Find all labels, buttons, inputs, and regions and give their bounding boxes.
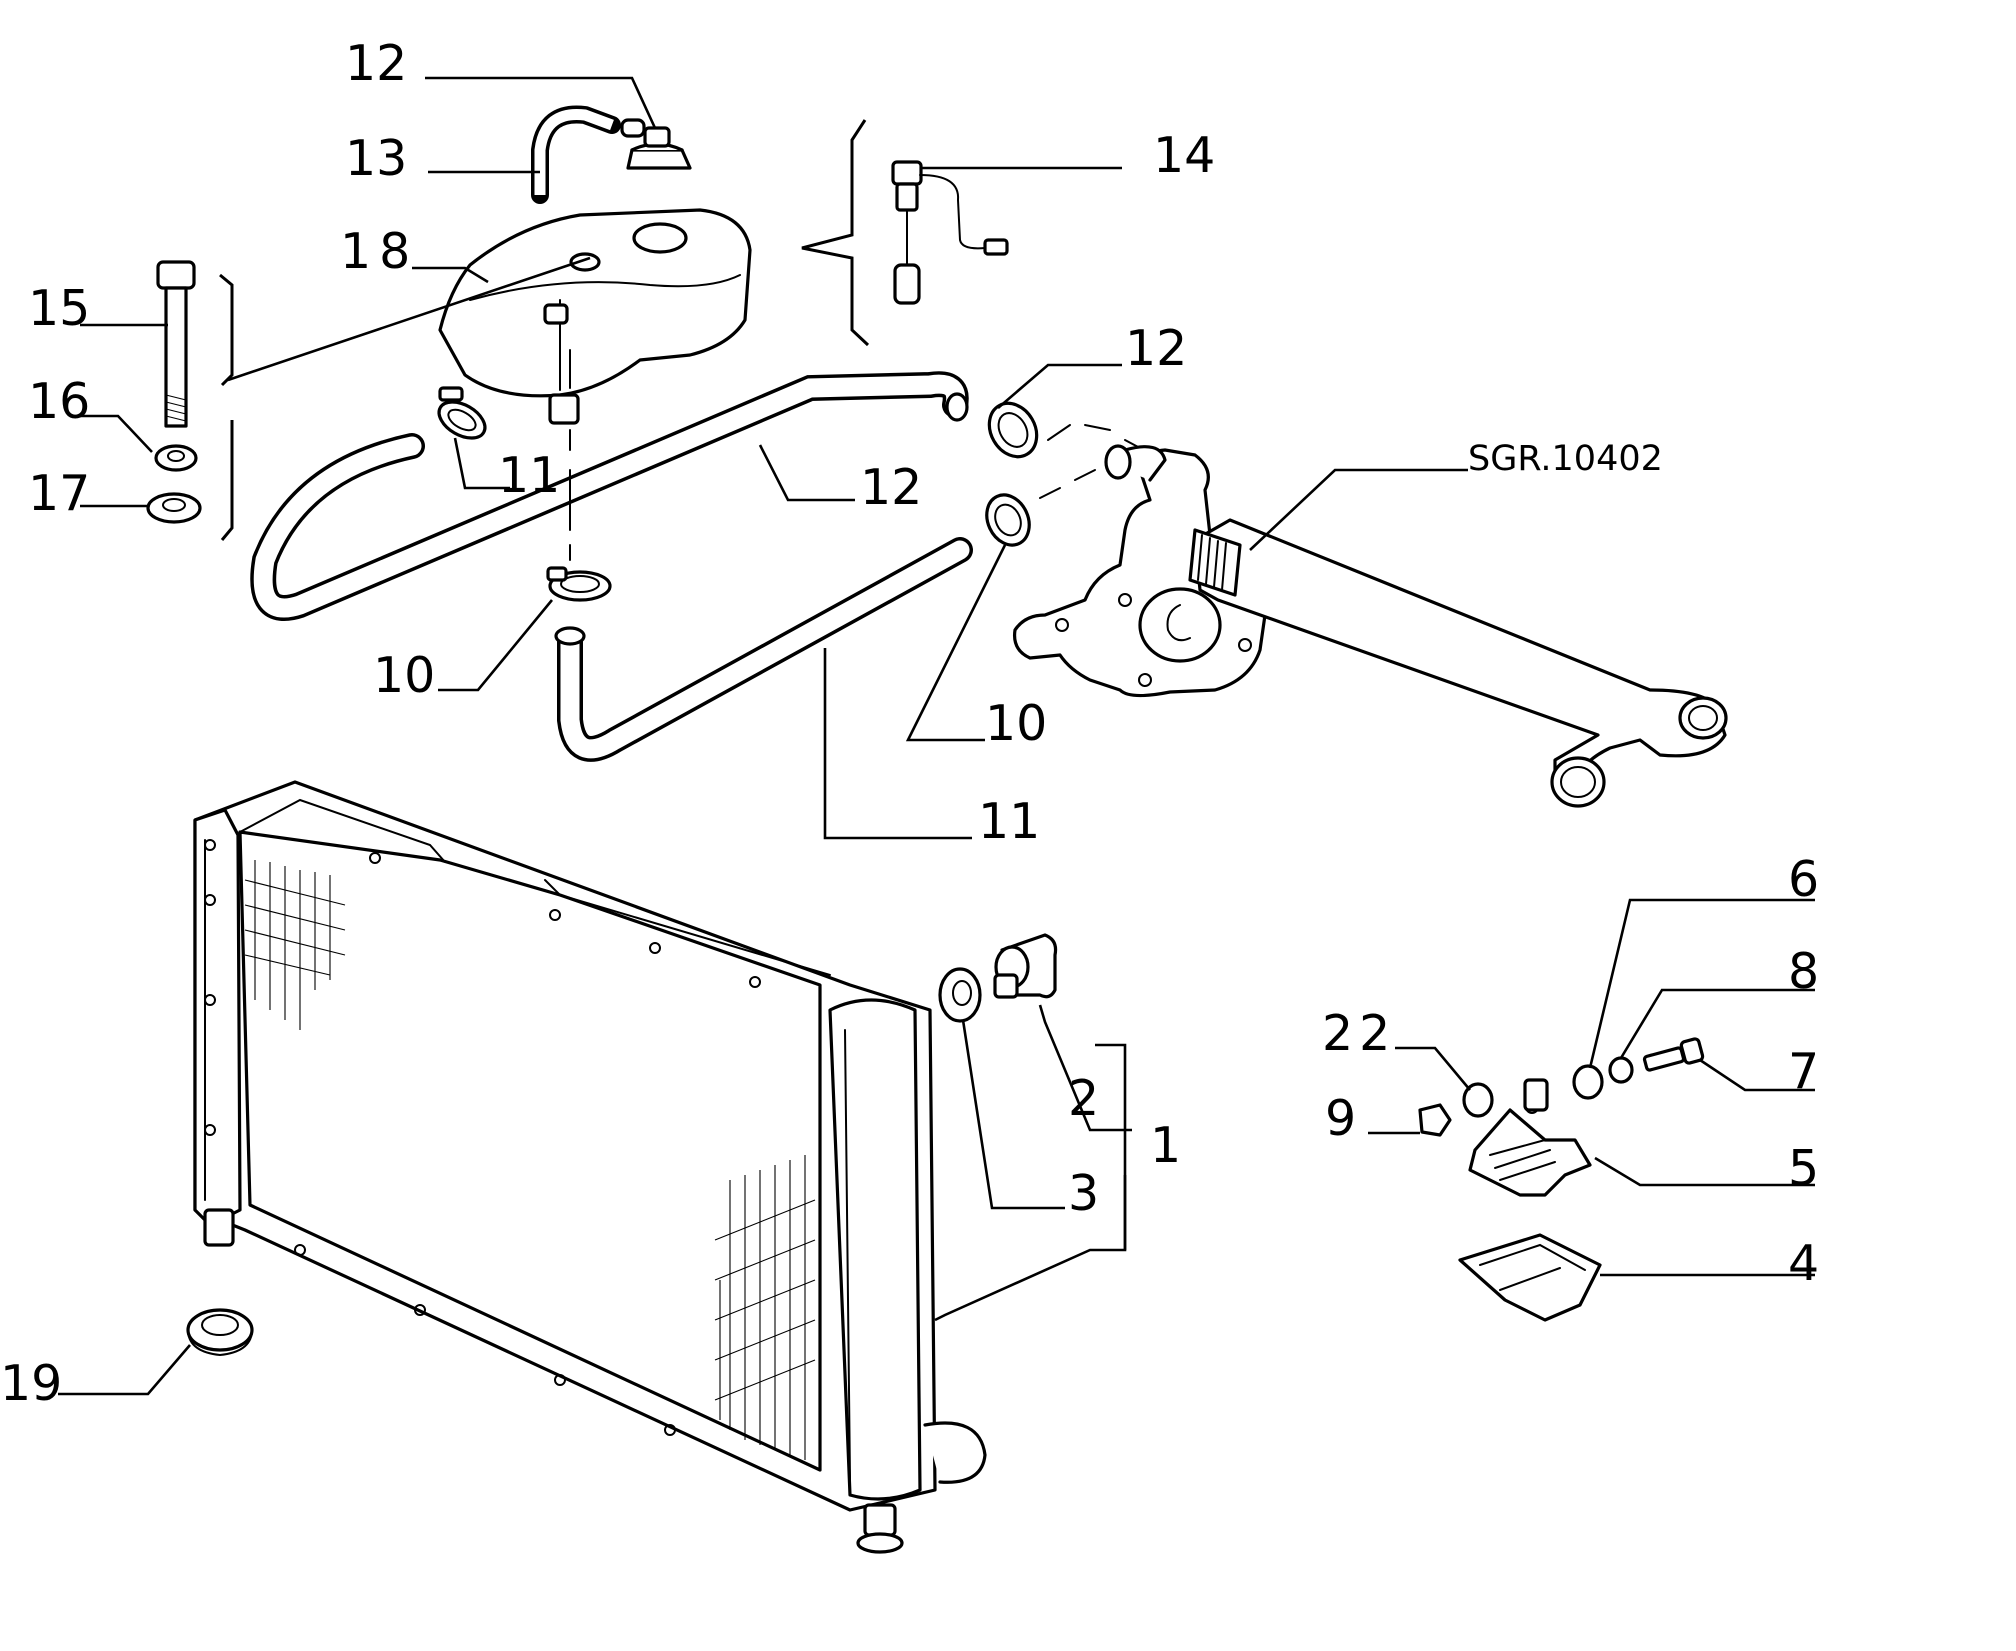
reference-code: SGR.10402 [1468,439,1663,479]
plug-seal [938,967,982,1023]
callout-7: 7 [1788,1043,1819,1100]
callout-21: 19 [0,1355,62,1412]
callout-10-left: 10 [373,647,435,704]
rubber-mount [1458,1233,1602,1322]
support-bracket [1468,1078,1592,1197]
drain-plug [993,933,1058,999]
filler-cap [620,118,692,170]
hose-clamp-12-left [437,386,487,440]
bracket-washer-8 [1608,1056,1634,1084]
callout-5: 5 [1788,1140,1819,1197]
callout-labels: 12 13 18 15 16 17 14 12 11 12 SGR.10402 … [0,35,1819,1412]
core-fins-hatch-top [244,860,346,1030]
breather-hose [531,105,621,204]
callout-13: 12 [860,459,922,516]
callout-2: 2 [1068,1070,1099,1127]
bolt-group-bracket [219,273,234,541]
hose-clamp-10-right [985,493,1031,547]
level-sensor [801,119,1009,347]
callout-11: 11 [978,793,1040,850]
callout-16: 14 [1153,127,1215,184]
callout-9: 9 [1325,1090,1356,1147]
core-fins-hatch-bottom [714,1155,816,1460]
bracket-nut-9 [1418,1103,1452,1137]
bracket-washer-22 [1462,1082,1494,1118]
hose-clamp-10-left [546,566,612,602]
callout-1: 1 [1150,1117,1181,1174]
hose-lower [554,537,973,762]
mounting-bolt [156,260,196,428]
bracket-screw-7 [1642,1037,1705,1072]
callout-22: 22 [1322,1005,1396,1062]
callout-3: 3 [1068,1165,1099,1222]
callout-17: 15 [28,280,90,337]
callout-12-right: 12 [1125,320,1187,377]
hose-upper-loop [250,371,969,621]
spring-washer [154,444,198,472]
hose-clamp-12-right [987,401,1039,459]
water-pump-housing [1012,444,1270,698]
callout-6: 6 [1788,851,1819,908]
callout-4: 4 [1788,1235,1819,1292]
expansion-tank [438,208,752,425]
callout-14: 12 [345,35,407,92]
rubber-grommet [186,1308,254,1357]
bracket-washer-6 [1572,1064,1604,1100]
callout-15: 13 [345,130,407,187]
coolant-return-pipe [1188,518,1728,808]
flat-washer [146,492,202,524]
leader-lines [58,76,1815,1396]
callout-12-left: 11 [498,447,560,504]
callout-20: 18 [340,223,418,280]
radiator [193,780,987,1554]
callout-19: 17 [28,465,90,522]
callout-10-right: 10 [985,695,1047,752]
callout-8: 8 [1788,943,1819,1000]
callout-18: 16 [28,373,90,430]
